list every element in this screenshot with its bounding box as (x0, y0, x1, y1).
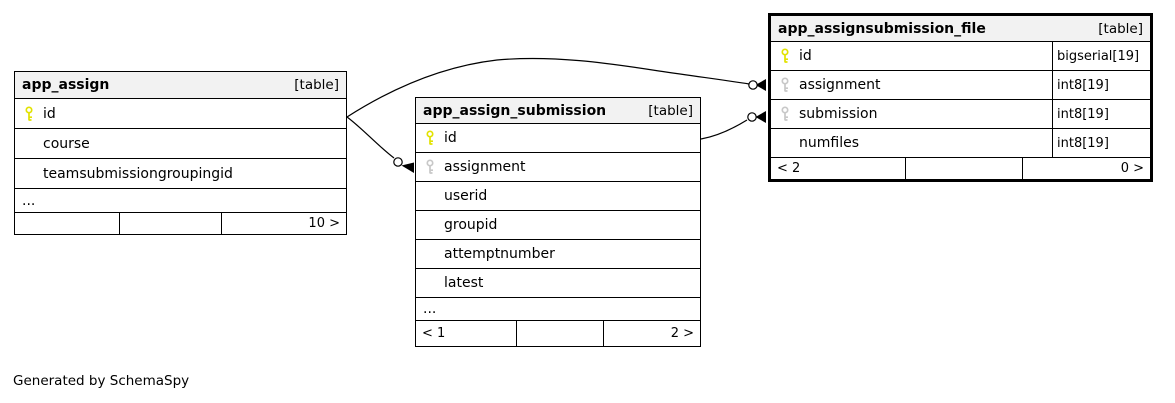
footer-cell (15, 213, 119, 234)
edge-arrowhead-icon (755, 79, 766, 91)
foreign-key-icon (771, 106, 799, 122)
column-row-attemptnumber: attemptnumber (416, 240, 700, 269)
table-header: app_assign_submission [table] (416, 98, 700, 124)
table-name: app_assign_submission (423, 102, 607, 119)
table-footer: < 2 0 > (771, 158, 1150, 179)
column-row-submission: submission int8[19] (771, 100, 1150, 129)
foreign-key-icon (771, 77, 799, 93)
footer-cell (516, 321, 603, 346)
edge-circle-icon (393, 157, 403, 167)
more-columns-ellipsis: ... (416, 298, 700, 321)
column-row-id: id bigserial[19] (771, 42, 1150, 71)
column-row-assignment: assignment (416, 153, 700, 182)
column-row-assignment: assignment int8[19] (771, 71, 1150, 100)
primary-key-icon (15, 105, 43, 122)
table-name: app_assignsubmission_file (778, 20, 986, 37)
column-name: groupid (444, 217, 498, 233)
footer-children-count: 10 > (221, 213, 346, 234)
foreign-key-icon (416, 159, 444, 175)
footer-cell (119, 213, 221, 234)
table-footer: < 1 2 > (416, 321, 700, 346)
primary-key-icon (771, 48, 799, 64)
table-footer: 10 > (15, 213, 346, 234)
column-name: userid (444, 188, 488, 204)
edge-arrowhead-icon (755, 111, 766, 123)
column-name: id (799, 48, 812, 64)
edge-arrowhead-icon (401, 162, 414, 173)
table-tag: [table] (648, 102, 693, 119)
column-type: bigserial[19] (1052, 42, 1150, 70)
edge-circle-icon (747, 112, 757, 122)
column-name: assignment (444, 159, 526, 175)
column-row-id: id (416, 124, 700, 153)
column-row-numfiles: numfiles int8[19] (771, 129, 1150, 158)
footer-children-count: 0 > (1022, 158, 1150, 179)
table-app_assign[interactable]: app_assign [table] id course teamsubmiss… (14, 71, 347, 235)
column-row-teamsubmissiongroupingid: teamsubmissiongroupingid (15, 159, 346, 189)
footer-cell (905, 158, 1022, 179)
column-row-latest: latest (416, 269, 700, 298)
footer-parents-count: < 2 (777, 161, 801, 176)
column-row-id: id (15, 99, 346, 129)
column-type: int8[19] (1052, 71, 1150, 99)
fk-edge-submission-id-to-file-submission (700, 111, 766, 140)
edge-line (346, 116, 395, 159)
column-name: latest (444, 275, 484, 291)
column-row-userid: userid (416, 182, 700, 211)
column-name: numfiles (799, 135, 859, 151)
fk-edge-app_assign-id-to-submission-assignment (346, 116, 414, 173)
table-tag: [table] (1098, 20, 1143, 37)
table-header: app_assignsubmission_file [table] (771, 16, 1150, 42)
edge-circle-icon (748, 80, 758, 90)
more-columns-ellipsis: ... (15, 189, 346, 213)
column-name: teamsubmissiongroupingid (43, 165, 233, 182)
column-type: int8[19] (1052, 129, 1150, 157)
primary-key-icon (416, 130, 444, 146)
column-name: assignment (799, 77, 881, 93)
table-app_assign_submission[interactable]: app_assign_submission [table] id assignm… (415, 97, 701, 347)
column-type: int8[19] (1052, 100, 1150, 128)
table-app_assignsubmission_file[interactable]: app_assignsubmission_file [table] id big… (768, 13, 1153, 182)
edge-line (346, 57, 750, 118)
column-name: id (444, 130, 457, 146)
table-name: app_assign (22, 77, 110, 93)
column-name: submission (799, 106, 878, 122)
column-name: course (43, 135, 90, 152)
column-row-groupid: groupid (416, 211, 700, 240)
column-name: attemptnumber (444, 246, 555, 262)
table-header: app_assign [table] (15, 72, 346, 99)
table-tag: [table] (294, 77, 339, 93)
column-name: id (43, 105, 56, 122)
column-row-course: course (15, 129, 346, 159)
footer-parents-count: < 1 (422, 326, 446, 341)
fk-edge-app_assign-id-to-file-assignment (346, 57, 766, 118)
generator-note: Generated by SchemaSpy (13, 373, 190, 389)
edge-line (700, 119, 748, 140)
footer-children-count: 2 > (603, 321, 700, 346)
